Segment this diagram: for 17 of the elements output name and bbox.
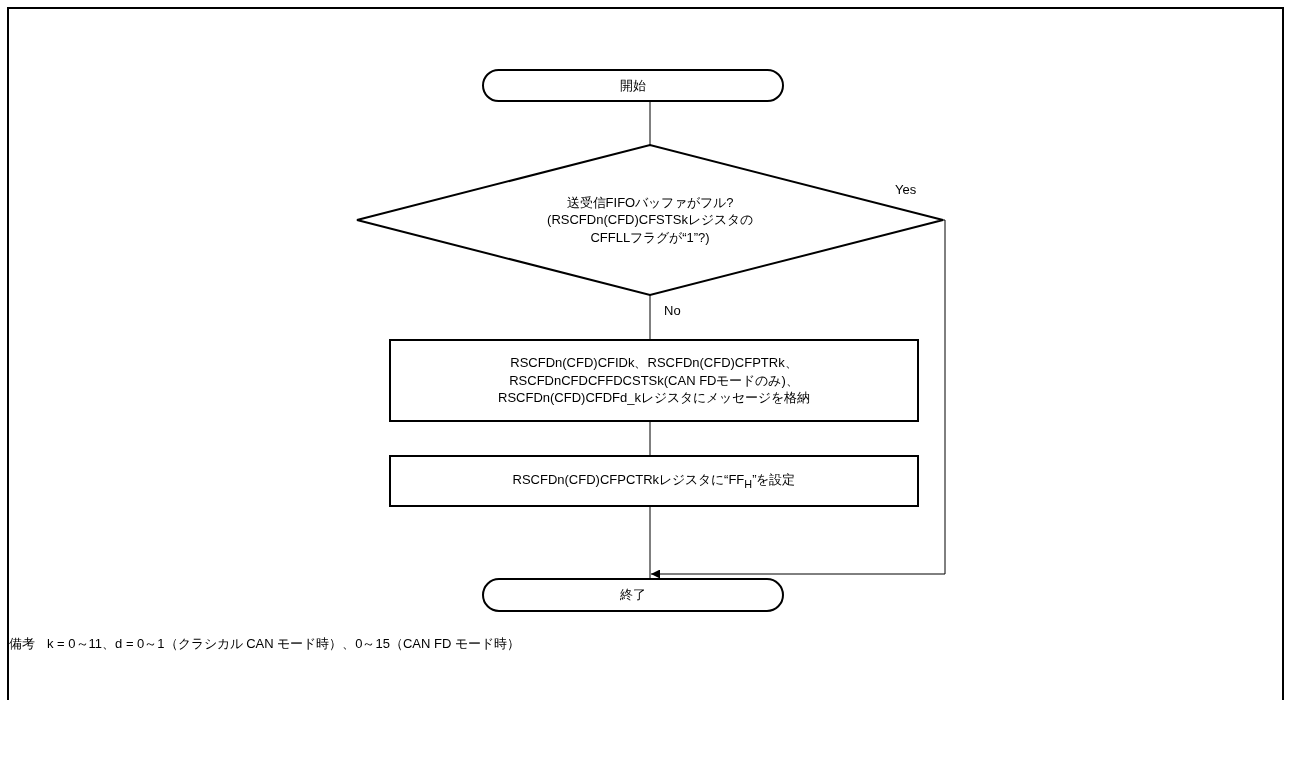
decision-text: 送受信FIFOバッファがフル?(RSCFDn(CFD)CFSTSkレジスタのCFFLLフラグが“1”?) — [546, 193, 754, 247]
terminator-label: 終了 — [620, 586, 646, 604]
terminator-shape — [482, 69, 784, 102]
process-box — [389, 455, 919, 507]
process-text: RSCFDn(CFD)CFPCTRkレジスタに“FF$_{H}$”を設定 — [512, 470, 796, 492]
note-text: k = 0～11、d = 0～1（クラシカル CAN モード時）、0～15（CAN FD モード時） — [47, 636, 520, 652]
process-box — [389, 339, 919, 422]
connector-line — [649, 420, 651, 457]
connector-line — [649, 505, 651, 580]
process-text: RSCFDn(CFD)CFIDk、RSCFDn(CFD)CFPTRk、RSCFDnCFDCFFDCSTSk(CAN FDモードのみ)、RSCFDn(CFD)CFDFd_kレジスタにメッセージを格納 — [497, 354, 811, 407]
arrow — [650, 219, 946, 579]
terminator-label: 開始 — [620, 76, 646, 95]
note-heading: 備考 — [9, 636, 35, 652]
terminator-shape — [482, 578, 784, 612]
connector-line — [649, 100, 651, 146]
connector-line — [649, 294, 651, 341]
decision-diamond — [356, 143, 944, 297]
